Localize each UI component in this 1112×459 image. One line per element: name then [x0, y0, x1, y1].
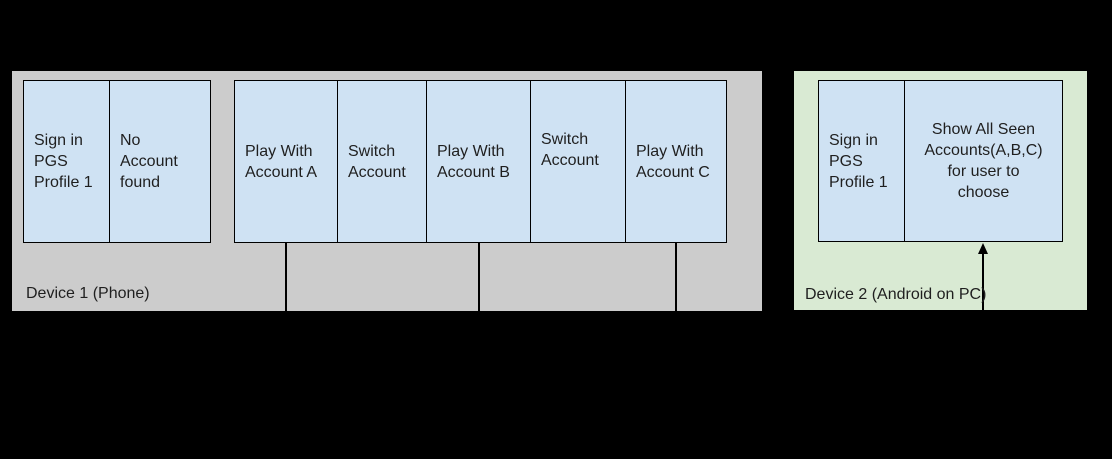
device1-flow1-group: Sign in PGS Profile 1 No Account found [23, 80, 211, 243]
step-label: Switch Account [541, 130, 599, 169]
step-play-with-account-c: Play With Account C [626, 80, 727, 243]
step-switch-account-1: Switch Account [338, 80, 427, 243]
arrow-connector-line [982, 252, 984, 310]
step-sign-in-pgs-profile1: Sign in PGS Profile 1 [23, 80, 110, 243]
step-show-all-seen-accounts: Show All Seen Accounts(A,B,C) for user t… [905, 80, 1063, 242]
step-switch-account-2: Switch Account [531, 80, 626, 243]
step-play-with-account-a: Play With Account A [234, 80, 338, 243]
step-label: Sign in PGS Profile 1 [34, 132, 93, 191]
step-label: Show All Seen Accounts(A,B,C) for user t… [924, 121, 1043, 201]
device2-label: Device 2 (Android on PC) [805, 286, 987, 303]
step-label: Sign in PGS Profile 1 [829, 131, 888, 191]
device2-flow-group: Sign in PGS Profile 1 Show All Seen Acco… [818, 80, 1063, 242]
step-label: Switch Account [348, 142, 406, 181]
step-play-with-account-b: Play With Account B [427, 80, 531, 243]
connector-line-account-b [478, 243, 480, 311]
step-sign-in-pgs-profile1-device2: Sign in PGS Profile 1 [818, 80, 905, 242]
step-label: Play With Account B [437, 142, 510, 181]
device1-flow2-group: Play With Account A Switch Account Play … [234, 80, 727, 243]
connector-line-account-a [285, 243, 287, 311]
step-label: No Account found [120, 132, 178, 191]
step-no-account-found: No Account found [110, 80, 211, 243]
connector-line-account-c [675, 243, 677, 311]
device1-label: Device 1 (Phone) [26, 285, 150, 302]
arrowhead-up-icon [978, 243, 988, 254]
step-label: Play With Account C [636, 142, 710, 181]
step-label: Play With Account A [245, 142, 318, 181]
